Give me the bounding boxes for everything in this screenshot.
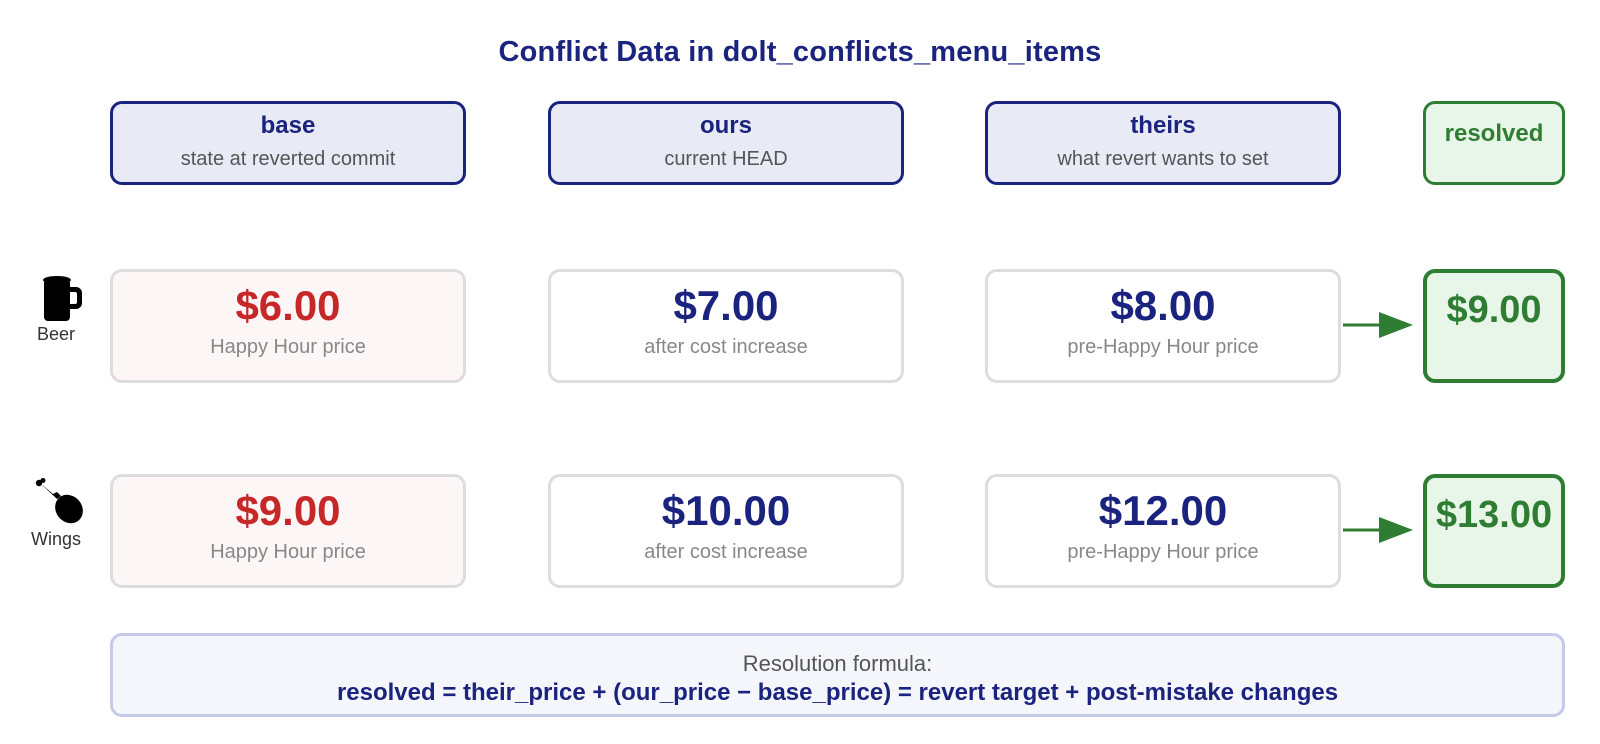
resolved-value: $13.00 xyxy=(1435,494,1553,536)
cell-beer-theirs: $8.00 pre-Happy Hour price xyxy=(985,269,1341,383)
cell-wings-ours: $10.00 after cost increase xyxy=(548,474,904,588)
column-header-title: theirs xyxy=(1130,112,1196,139)
cell-wings-resolved: $13.00 xyxy=(1423,474,1565,588)
column-header-subtitle: state at reverted commit xyxy=(180,148,396,170)
price-value: $8.00 xyxy=(1110,282,1216,329)
beer-mug-icon xyxy=(40,275,84,323)
column-header-title: resolved xyxy=(1444,120,1544,147)
price-value: $10.00 xyxy=(661,487,791,534)
price-note: after cost increase xyxy=(644,336,808,358)
column-header-title: base xyxy=(260,112,316,139)
price-value: $6.00 xyxy=(235,282,341,329)
formula-box: Resolution formula: resolved = their_pri… xyxy=(110,633,1565,717)
resolved-value: $9.00 xyxy=(1446,289,1542,331)
price-value: $7.00 xyxy=(673,282,779,329)
price-note: after cost increase xyxy=(644,541,808,563)
price-note: Happy Hour price xyxy=(210,336,366,358)
cell-beer-ours: $7.00 after cost increase xyxy=(548,269,904,383)
diagram-title: Conflict Data in dolt_conflicts_menu_ite… xyxy=(498,36,1102,68)
cell-beer-resolved: $9.00 xyxy=(1423,269,1565,383)
price-note: pre-Happy Hour price xyxy=(1067,541,1259,563)
column-header-resolved: resolved xyxy=(1423,101,1565,185)
column-header-title: ours xyxy=(699,112,752,139)
price-note: Happy Hour price xyxy=(210,541,366,563)
price-value: $9.00 xyxy=(235,487,341,534)
price-value: $12.00 xyxy=(1098,487,1228,534)
cell-beer-base: $6.00 Happy Hour price xyxy=(110,269,466,383)
column-header-base: base state at reverted commit xyxy=(110,101,466,185)
row-label-wings: Wings xyxy=(30,529,81,549)
column-header-theirs: theirs what revert wants to set xyxy=(985,101,1341,185)
column-header-subtitle: current HEAD xyxy=(664,148,788,170)
column-header-ours: ours current HEAD xyxy=(548,101,904,185)
arrow-right-icon xyxy=(1341,515,1423,545)
row-label-beer: Beer xyxy=(36,324,76,344)
price-note: pre-Happy Hour price xyxy=(1067,336,1259,358)
cell-wings-base: $9.00 Happy Hour price xyxy=(110,474,466,588)
arrow-right-icon xyxy=(1341,310,1423,340)
formula-text: resolved = their_price + (our_price − ba… xyxy=(336,679,1339,706)
cell-wings-theirs: $12.00 pre-Happy Hour price xyxy=(985,474,1341,588)
chicken-drumstick-icon xyxy=(35,478,85,528)
formula-label: Resolution formula: xyxy=(742,651,933,676)
column-header-subtitle: what revert wants to set xyxy=(1057,148,1269,170)
